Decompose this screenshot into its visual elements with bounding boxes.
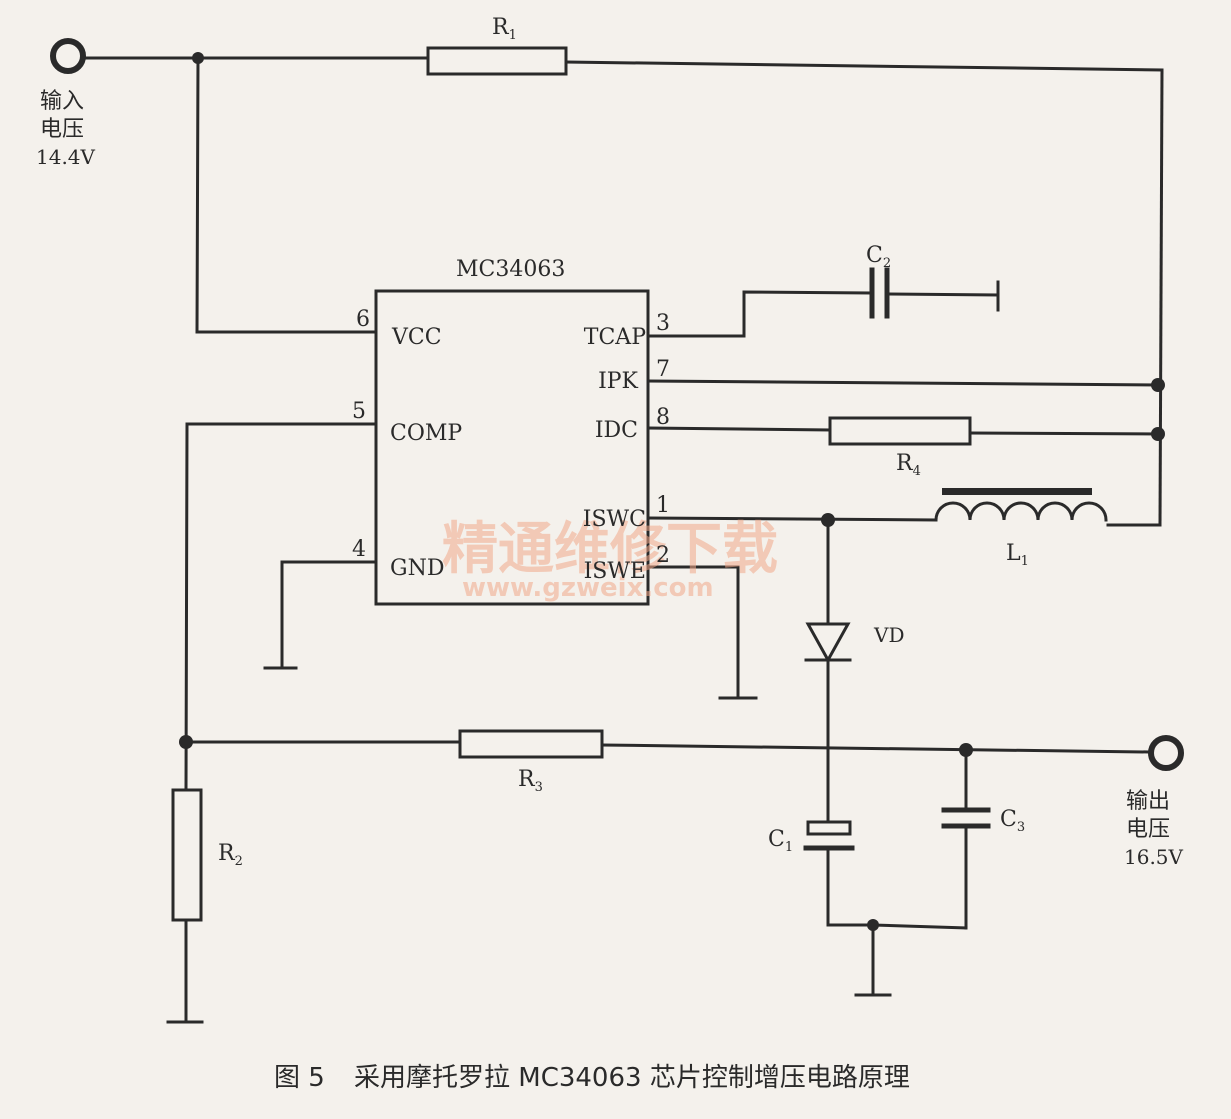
pin-num-idc: 8 [656, 405, 670, 430]
junction-dot [867, 919, 879, 931]
input-terminal [50, 38, 86, 74]
inductor-l1 [934, 488, 1108, 522]
capacitor-c3 [941, 807, 991, 829]
input-label-line2: 电压 [40, 117, 84, 142]
junction-dot [959, 743, 973, 757]
watermark-url: www.gzweix.com [462, 573, 714, 603]
pin-name-iswc: ISWC [583, 507, 646, 532]
label-r3: R3 [518, 767, 543, 795]
label-l1: L1 [1006, 541, 1029, 569]
output-terminal [1148, 735, 1184, 771]
label-c1: C1 [768, 827, 793, 855]
capacitor-c1 [803, 820, 855, 851]
output-label-line2: 电压 [1126, 817, 1170, 842]
figure-number: 图 5 [274, 1063, 325, 1093]
resistor-r4 [828, 416, 972, 446]
label-c3: C3 [1000, 807, 1025, 835]
pin-name-comp: COMP [390, 421, 462, 446]
junction-dot [821, 513, 835, 527]
diode-vd [804, 622, 852, 664]
capacitor-c2 [869, 267, 890, 319]
resistor-r3 [458, 729, 604, 759]
figure-caption: 采用摩托罗拉 MC34063 芯片控制增压电路原理 [354, 1063, 910, 1093]
label-c2: C2 [866, 243, 891, 271]
pin-name-tcap: TCAP [584, 325, 646, 350]
ic-mc34063-body [374, 289, 650, 606]
input-label-line1: 输入 [40, 89, 84, 114]
pin-name-vcc: VCC [391, 325, 442, 350]
pin-num-tcap: 3 [656, 311, 670, 336]
pin-name-gnd: GND [390, 556, 444, 581]
pin-num-vcc: 6 [356, 307, 370, 332]
junctions [179, 52, 1165, 931]
junction-dot [179, 735, 193, 749]
label-r2: R2 [218, 841, 243, 869]
input-voltage: 14.4V [36, 145, 96, 169]
resistor-r1 [426, 46, 568, 76]
junction-dot [192, 52, 204, 64]
pin-num-iswe: 2 [656, 543, 670, 568]
pin-name-idc: IDC [595, 418, 638, 443]
output-label-line1: 输出 [1126, 789, 1170, 814]
wires [82, 56, 1164, 1024]
watermark-cn: 精通维修下载 [442, 517, 778, 582]
junction-dot [1151, 378, 1165, 392]
pin-num-iswc: 1 [656, 493, 670, 518]
pin-num-gnd: 4 [352, 537, 366, 562]
label-r1: R1 [492, 15, 517, 43]
pin-name-ipk: IPK [598, 369, 638, 394]
pin-num-ipk: 7 [656, 357, 670, 382]
junction-dot [1151, 427, 1165, 441]
resistor-r2 [171, 788, 203, 922]
pin-name-iswe: ISWE [584, 559, 646, 584]
label-r4: R4 [896, 451, 921, 479]
pin-num-comp: 5 [352, 399, 366, 424]
label-vd: VD [873, 623, 904, 647]
output-voltage: 16.5V [1124, 845, 1184, 869]
ic-name: MC34063 [456, 257, 565, 282]
